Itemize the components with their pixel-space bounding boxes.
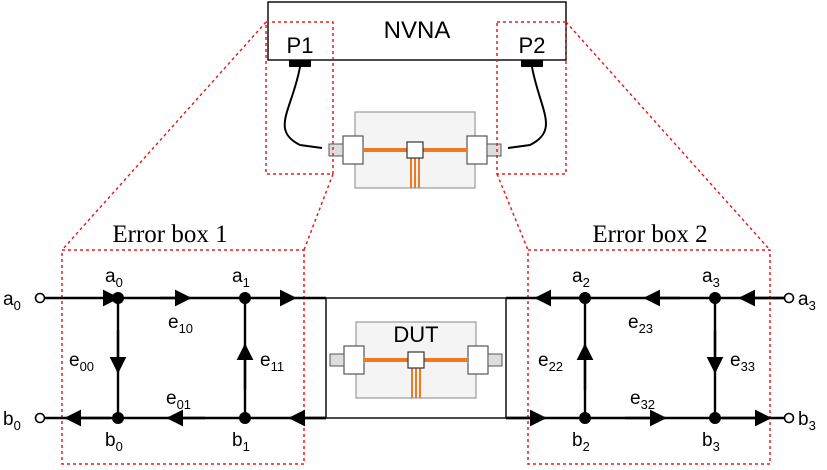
node-b2 bbox=[579, 412, 591, 424]
node-b2-label: b2 bbox=[572, 430, 590, 454]
node-a1-label: a1 bbox=[232, 266, 250, 290]
zoom-line-1a bbox=[61, 21, 267, 251]
term-e22-label: e22 bbox=[538, 350, 563, 374]
terminal-b0-label: b0 bbox=[3, 409, 21, 433]
port-2-connector bbox=[521, 60, 543, 67]
error-box-2-title: Error box 2 bbox=[592, 221, 707, 248]
term-e10-label: e10 bbox=[168, 312, 193, 336]
node-a0 bbox=[112, 292, 124, 304]
node-a3 bbox=[709, 292, 721, 304]
error-box-2-outline bbox=[527, 249, 771, 465]
term-e32-label: e32 bbox=[630, 388, 655, 412]
zoom-line-2a bbox=[565, 21, 771, 251]
terminal-b3-label: b3 bbox=[798, 409, 816, 433]
cable-port-1 bbox=[283, 66, 323, 149]
node-a1 bbox=[239, 292, 251, 304]
node-a0-label: a0 bbox=[105, 266, 123, 290]
error-box-1-title: Error box 1 bbox=[112, 221, 227, 248]
node-b3-label: b3 bbox=[702, 430, 720, 454]
port-1-label: P1 bbox=[287, 33, 314, 58]
node-b0-label: b0 bbox=[105, 430, 123, 454]
nvna-instrument: NVNA P1 P2 bbox=[267, 1, 567, 67]
port-1-highlight bbox=[265, 21, 334, 175]
node-b3 bbox=[709, 412, 721, 424]
port-2-label: P2 bbox=[519, 33, 546, 58]
terminal-a3 bbox=[783, 292, 795, 304]
error-box-1: Error box 1 a0 b0 a0 a1 b0 b1 e10 e00 e bbox=[3, 221, 326, 465]
dut-block: DUT bbox=[325, 297, 507, 419]
dut-label: DUT bbox=[393, 322, 438, 347]
node-b1 bbox=[239, 412, 251, 424]
term-e00-label: e00 bbox=[69, 350, 94, 374]
terminal-a0 bbox=[34, 292, 46, 304]
zoom-line-2b bbox=[496, 173, 529, 251]
node-b0 bbox=[112, 412, 124, 424]
term-e01-label: e01 bbox=[166, 388, 191, 412]
term-e33-label: e33 bbox=[730, 350, 755, 374]
error-box-2: Error box 2 a3 b3 a2 a3 b2 b3 e23 e22 bbox=[506, 221, 816, 465]
nvna-label: NVNA bbox=[384, 17, 451, 44]
terminal-b0 bbox=[34, 412, 46, 424]
terminal-a0-label: a0 bbox=[3, 289, 21, 313]
node-a2-label: a2 bbox=[572, 266, 590, 290]
term-e23-label: e23 bbox=[628, 312, 653, 336]
node-a2 bbox=[579, 292, 591, 304]
port-1-connector bbox=[289, 60, 311, 67]
error-box-1-outline bbox=[61, 249, 305, 465]
node-b1-label: b1 bbox=[232, 430, 250, 454]
cable-port-2 bbox=[507, 66, 547, 149]
port-2-highlight bbox=[496, 21, 567, 175]
term-e11-label: e11 bbox=[260, 350, 284, 374]
zoom-line-1b bbox=[303, 173, 334, 251]
terminal-a3-label: a3 bbox=[798, 289, 816, 313]
node-a3-label: a3 bbox=[702, 266, 720, 290]
terminal-b3 bbox=[783, 412, 795, 424]
top-fixture bbox=[327, 110, 503, 190]
